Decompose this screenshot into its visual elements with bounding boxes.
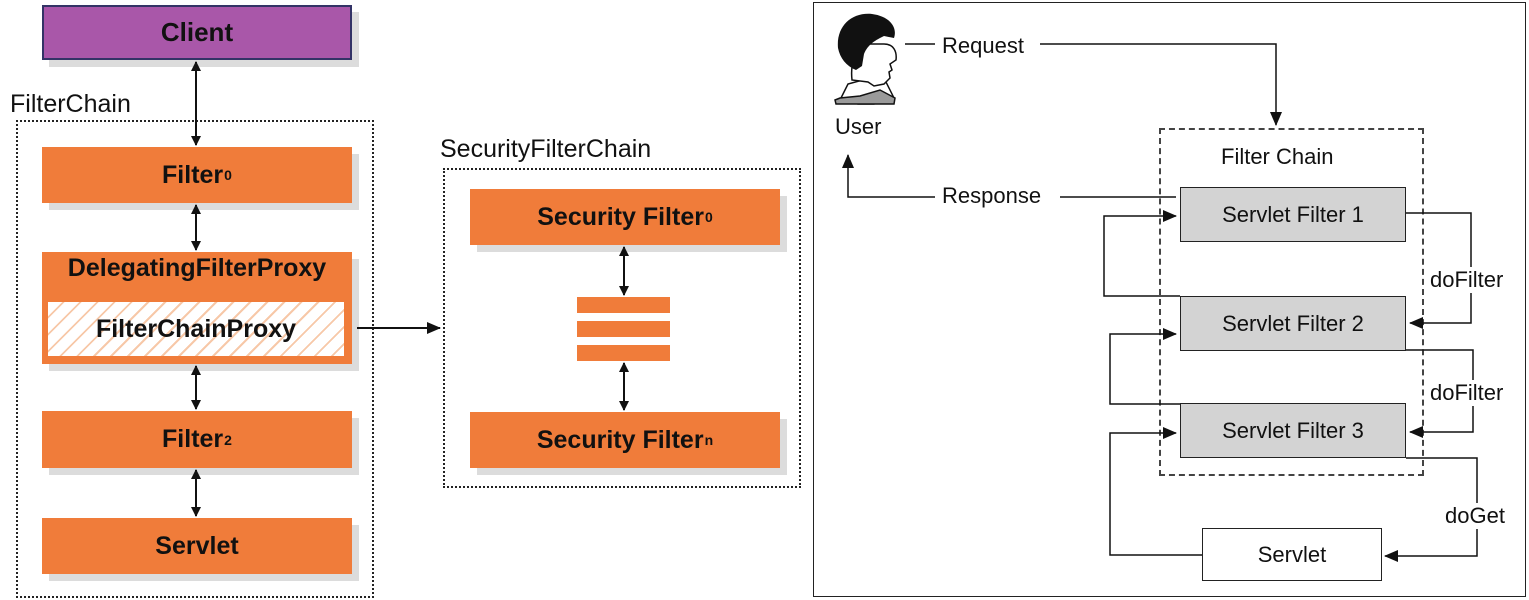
client-box: Client xyxy=(42,5,352,60)
request-label: Request xyxy=(942,33,1024,59)
securityfilterchain-container xyxy=(443,168,801,488)
client-label: Client xyxy=(160,17,234,47)
servlet-filter-1-label: Servlet Filter 1 xyxy=(1222,201,1364,227)
filter0-label: Filter xyxy=(162,160,224,189)
filterchainproxy-label: FilterChainProxy xyxy=(95,314,297,343)
ellipsis-bar-3 xyxy=(577,345,670,361)
return-servlet-to-3 xyxy=(1109,427,1202,556)
filter-chain-container xyxy=(1159,128,1424,476)
return-2-to-1 xyxy=(1103,210,1180,297)
servlet-target-label: Servlet xyxy=(1257,541,1327,567)
ellipsis-bar-1 xyxy=(577,297,670,313)
doget-label: doGet xyxy=(1445,503,1505,529)
servlet-filter-1-box: Servlet Filter 1 xyxy=(1180,187,1406,242)
servlet-filter-3-label: Servlet Filter 3 xyxy=(1222,417,1364,443)
servlet-filter-2-box: Servlet Filter 2 xyxy=(1180,296,1406,351)
right-frame xyxy=(813,2,1526,597)
delegating-proxy-box: DelegatingFilterProxy FilterChainProxy xyxy=(42,252,352,364)
servlet-filter-3-box: Servlet Filter 3 xyxy=(1180,403,1406,458)
user-head-icon xyxy=(834,13,897,105)
securityfilterchain-label: SecurityFilterChain xyxy=(440,135,652,163)
filter2-label: Filter xyxy=(162,425,224,453)
filter2-subscript: 2 xyxy=(224,431,232,448)
ellipsis-bar-2 xyxy=(577,321,670,337)
return-3-to-2 xyxy=(1109,328,1180,405)
security-filtern-subscript: n xyxy=(704,432,714,448)
delegating-proxy-label: DelegatingFilterProxy xyxy=(67,254,327,282)
dofilter-2-label: doFilter xyxy=(1430,380,1504,406)
response-line xyxy=(842,154,935,198)
security-filter0-label: Security Filter xyxy=(537,202,704,231)
request-line xyxy=(1040,43,1282,126)
security-filtern-label: Security Filter xyxy=(536,425,704,454)
dofilter-1-label: doFilter xyxy=(1430,267,1504,293)
servlet-target-box: Servlet xyxy=(1202,528,1382,581)
response-label: Response xyxy=(942,183,1042,209)
servlet-filter-2-label: Servlet Filter 2 xyxy=(1222,310,1364,336)
filter-chain-title: Filter Chain xyxy=(1221,144,1334,169)
filterchain-label: FilterChain xyxy=(10,90,131,118)
filterchainproxy-box: FilterChainProxy xyxy=(46,300,346,358)
servlet-box: Servlet xyxy=(42,518,352,574)
user-label: User xyxy=(835,114,882,140)
security-filter0-subscript: 0 xyxy=(704,209,713,225)
servlet-label: Servlet xyxy=(155,531,239,560)
filter0-subscript: 0 xyxy=(224,167,232,183)
